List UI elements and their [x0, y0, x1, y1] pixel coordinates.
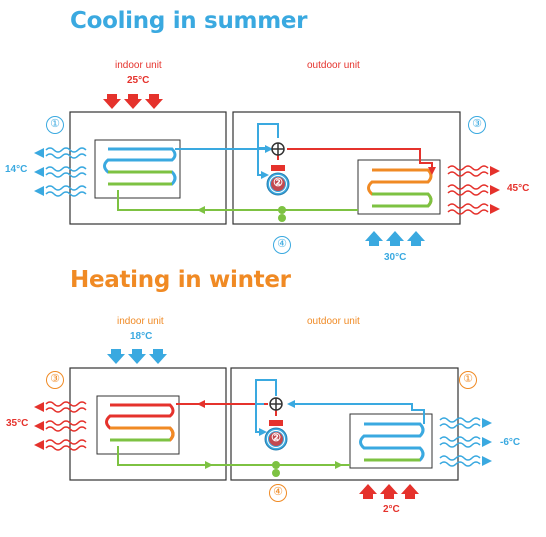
summer-marker-3: ③ — [468, 116, 486, 134]
summer-indoor-arrows — [103, 94, 163, 109]
summer-outdoor-arrows — [365, 231, 425, 246]
summer-indoor-temp: 25°C — [127, 75, 150, 86]
summer-indoor-unit-label: indoor unit — [115, 60, 162, 71]
summer-title: Cooling in summer — [70, 8, 308, 34]
summer-red-line — [287, 148, 436, 175]
winter-left-airflow — [45, 401, 87, 451]
summer-marker-2: ② — [269, 175, 287, 193]
summer-marker-1: ① — [46, 116, 64, 134]
winter-marker-1: ① — [459, 371, 477, 389]
summer-marker-4: ④ — [273, 236, 291, 254]
winter-marker-3: ③ — [46, 371, 64, 389]
winter-expansion-valve — [272, 461, 280, 477]
summer-outdoor-temp: 30°C — [384, 252, 407, 263]
winter-right-airflow — [439, 417, 481, 467]
summer-left-airflow — [45, 147, 87, 197]
winter-indoor-unit-label: indoor unit — [117, 316, 164, 327]
winter-indoor-arrows — [107, 349, 167, 364]
winter-right-temp: -6°C — [500, 437, 521, 448]
summer-left-temp: 14°C — [5, 164, 28, 175]
winter-title: Heating in winter — [70, 267, 291, 293]
winter-right-arrowheads — [482, 418, 492, 466]
summer-right-arrowheads — [490, 166, 500, 214]
winter-left-temp: 35°C — [6, 418, 29, 429]
summer-diagram — [34, 94, 500, 246]
winter-indoor-temp: 18°C — [130, 331, 153, 342]
summer-right-airflow — [447, 165, 489, 215]
winter-outdoor-arrows — [359, 484, 419, 499]
winter-marker-4: ④ — [269, 484, 287, 502]
winter-marker-2: ② — [267, 430, 285, 448]
summer-left-arrowheads — [34, 148, 44, 196]
winter-outdoor-unit-label: outdoor unit — [307, 316, 360, 327]
winter-blue-line — [287, 400, 425, 424]
summer-expansion-valve — [278, 206, 286, 222]
summer-right-temp: 45°C — [507, 183, 530, 194]
winter-left-arrowheads — [34, 402, 44, 450]
summer-outdoor-unit-label: outdoor unit — [307, 60, 360, 71]
winter-green-line — [117, 446, 213, 469]
winter-diagram — [34, 349, 492, 499]
winter-outdoor-temp: 2°C — [383, 504, 400, 515]
summer-outdoor-box — [232, 111, 461, 225]
